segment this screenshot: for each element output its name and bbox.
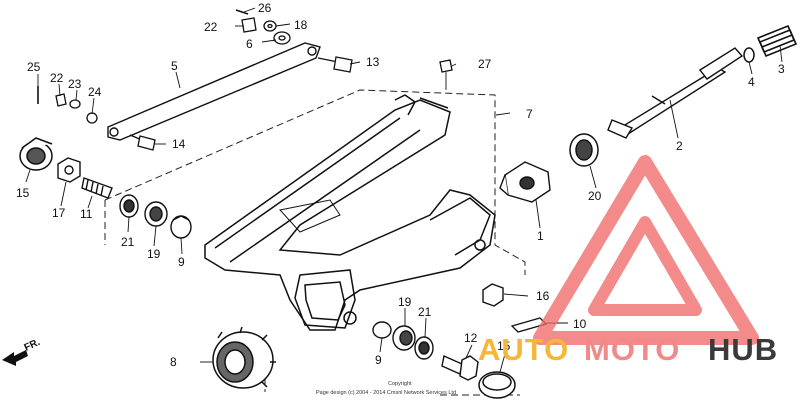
callout-25: 25 bbox=[27, 60, 41, 74]
callout-8: 8 bbox=[170, 355, 177, 369]
callout-19-left: 19 bbox=[147, 247, 161, 261]
wordmark-moto: MOTO bbox=[584, 332, 680, 367]
callout-24: 24 bbox=[88, 85, 102, 99]
logo-triangle-inner bbox=[588, 216, 702, 316]
callout-5: 5 bbox=[171, 59, 178, 73]
callout-6: 6 bbox=[246, 37, 253, 51]
bolt-12 bbox=[441, 355, 479, 381]
callout-17: 17 bbox=[52, 206, 66, 220]
wordmark-hub: HUB bbox=[708, 332, 778, 367]
ring-nut-8 bbox=[212, 326, 276, 389]
callout-19-bottom: 19 bbox=[398, 295, 412, 309]
copyright-text: Page design (c) 2004 - 2014 Cmsnl Networ… bbox=[316, 390, 456, 396]
leader-lines bbox=[25, 7, 783, 373]
callout-22-top: 22 bbox=[204, 20, 218, 34]
spring bbox=[756, 24, 798, 58]
seal-cap-15-bottom bbox=[478, 371, 516, 399]
nut-17 bbox=[57, 157, 81, 183]
ring-21-left bbox=[119, 194, 139, 218]
callout-23: 23 bbox=[68, 77, 82, 91]
callout-21-left: 21 bbox=[121, 235, 135, 249]
callout-18: 18 bbox=[294, 18, 308, 32]
callout-27: 27 bbox=[478, 57, 492, 71]
bolt-14 bbox=[129, 134, 156, 151]
pin-26 bbox=[235, 9, 249, 15]
nut-16 bbox=[482, 283, 504, 307]
callout-16: 16 bbox=[536, 289, 550, 303]
callout-9-left: 9 bbox=[178, 255, 185, 269]
automotohub-logo bbox=[533, 155, 759, 345]
reference-frame bbox=[104, 89, 526, 396]
callout-26: 26 bbox=[258, 1, 272, 15]
torque-rod bbox=[107, 42, 321, 141]
bolt-13 bbox=[317, 56, 353, 73]
bolt-27 bbox=[439, 59, 453, 73]
callout-11: 11 bbox=[80, 207, 93, 221]
seal-cap-15-left bbox=[19, 137, 53, 171]
callout-labels: 26 22 18 6 13 5 14 25 22 23 24 15 17 11 … bbox=[16, 1, 785, 369]
callout-2: 2 bbox=[676, 139, 683, 153]
callout-3: 3 bbox=[778, 62, 785, 76]
oil-seal-20 bbox=[569, 133, 599, 167]
front-label: FR. bbox=[23, 337, 42, 354]
callout-7: 7 bbox=[526, 107, 533, 121]
callout-9-bottom: 9 bbox=[375, 353, 382, 367]
arrow-left-icon bbox=[2, 350, 28, 366]
bearing-19-left bbox=[144, 201, 168, 227]
bushing-6 bbox=[273, 31, 291, 45]
washer-18 bbox=[263, 20, 277, 32]
wordmark-auto: AUTO bbox=[478, 332, 569, 367]
callout-10: 10 bbox=[573, 317, 587, 331]
swing-arm bbox=[204, 94, 496, 331]
callout-15-bottom: 15 bbox=[497, 339, 511, 353]
drive-shaft bbox=[607, 47, 744, 139]
callout-14: 14 bbox=[172, 137, 186, 151]
washer-24 bbox=[86, 112, 98, 124]
front-direction-marker: FR. bbox=[2, 337, 42, 366]
ring-21-bottom bbox=[414, 336, 434, 360]
callout-13: 13 bbox=[366, 55, 380, 69]
callout-12: 12 bbox=[464, 331, 478, 345]
washer-23 bbox=[69, 99, 81, 109]
cap-9-bottom bbox=[372, 321, 392, 339]
nut-22-left bbox=[55, 93, 67, 107]
cap-9-left bbox=[170, 215, 192, 239]
callout-21-bottom: 21 bbox=[418, 305, 432, 319]
callout-20: 20 bbox=[588, 189, 602, 203]
automotohub-wordmark: AUTO MOTO HUB bbox=[478, 332, 778, 367]
joint-yoke-1 bbox=[499, 161, 551, 203]
callout-15-left: 15 bbox=[16, 186, 30, 200]
circlip bbox=[743, 47, 755, 63]
logo-triangle-outer bbox=[533, 155, 759, 345]
copyright-short: Copyright bbox=[388, 381, 412, 387]
callout-1: 1 bbox=[537, 229, 544, 243]
pivot-bolt-11 bbox=[81, 177, 113, 199]
bearing-19-bottom bbox=[392, 325, 416, 351]
callout-22-left: 22 bbox=[50, 71, 64, 85]
callout-4: 4 bbox=[748, 75, 755, 89]
nut-22-top bbox=[241, 17, 257, 33]
